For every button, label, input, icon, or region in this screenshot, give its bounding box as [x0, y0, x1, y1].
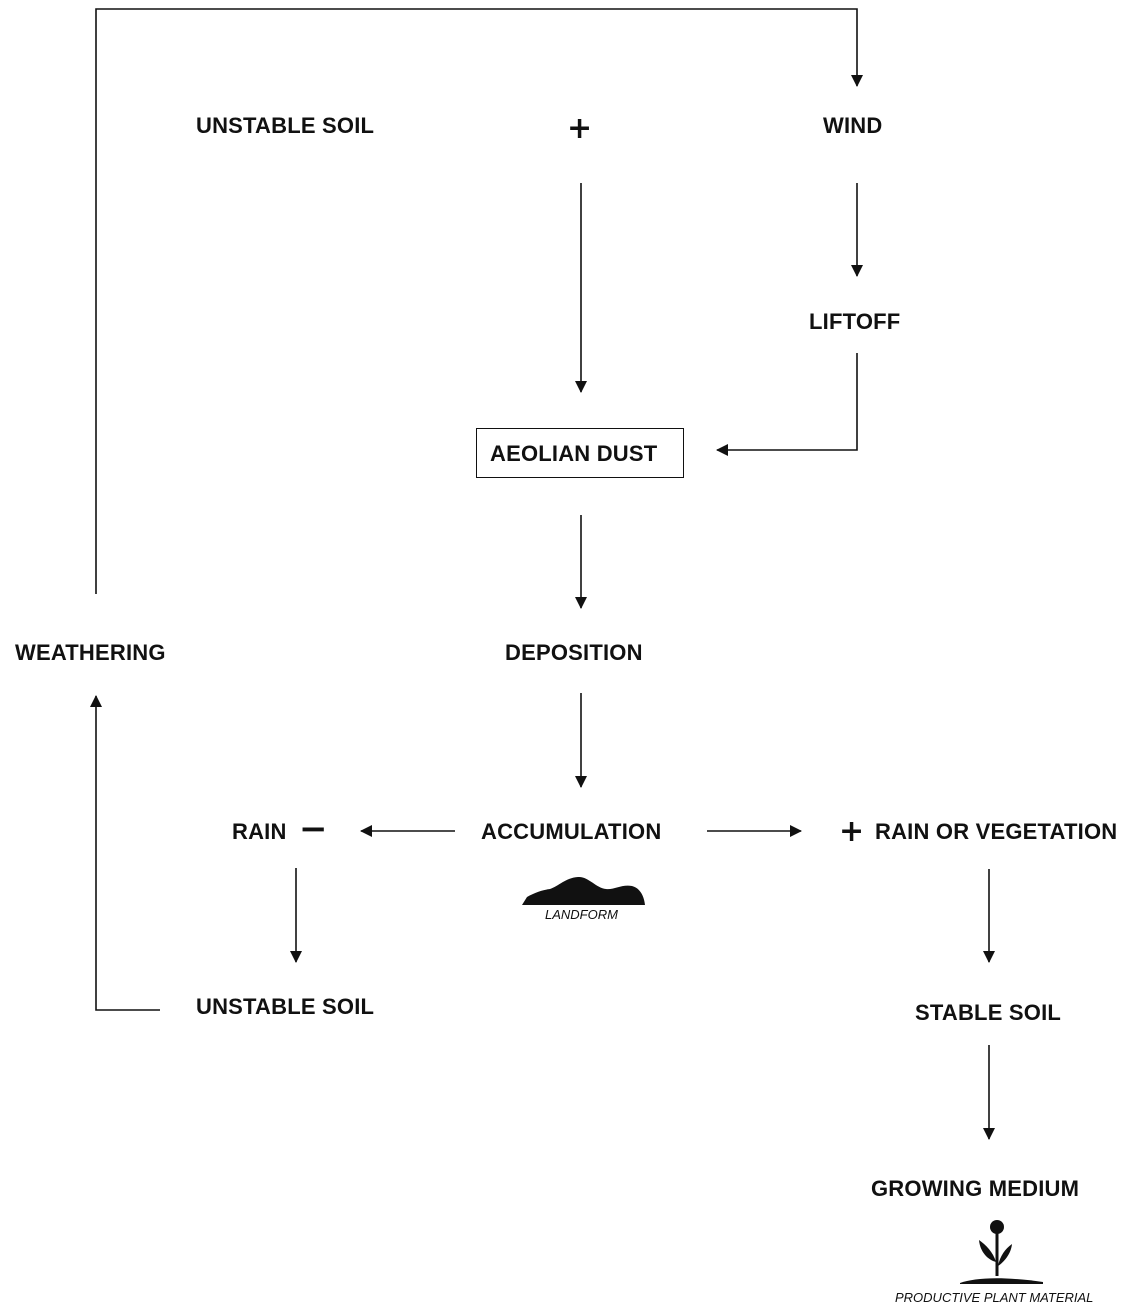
landform-icon	[522, 876, 645, 905]
aeolian-dust-box	[476, 428, 684, 478]
node-rain: RAIN	[232, 819, 287, 844]
arrow-liftoff-to-aeolian-dust	[716, 353, 858, 456]
node-rain-or-vegetation: RAIN OR VEGETATION	[875, 819, 1118, 844]
node-unstable-soil-bottom: UNSTABLE SOIL	[196, 994, 375, 1019]
node-deposition: DEPOSITION	[505, 640, 643, 665]
node-growing-medium: GROWING MEDIUM	[871, 1176, 1080, 1201]
arrow-weathering-to-wind	[95, 8, 863, 594]
node-accumulation: ACCUMULATION	[481, 819, 662, 844]
caption-landform: LANDFORM	[545, 907, 618, 922]
caption-productive-plant-material: PRODUCTIVE PLANT MATERIAL	[895, 1290, 1094, 1305]
node-unstable-soil-top: UNSTABLE SOIL	[196, 113, 375, 138]
minus-icon-rain: −	[299, 809, 328, 849]
plus-icon-right: +	[839, 814, 865, 849]
plant-icon	[960, 1220, 1043, 1284]
node-aeolian-dust: AEOLIAN DUST	[490, 441, 658, 466]
arrow-unstable-soil-to-weathering	[90, 695, 160, 1011]
node-stable-soil: STABLE SOIL	[915, 1000, 1062, 1025]
plus-icon-top: +	[567, 111, 593, 146]
node-weathering: WEATHERING	[15, 640, 166, 665]
node-wind: WIND	[823, 113, 883, 138]
node-liftoff: LIFTOFF	[809, 309, 901, 334]
